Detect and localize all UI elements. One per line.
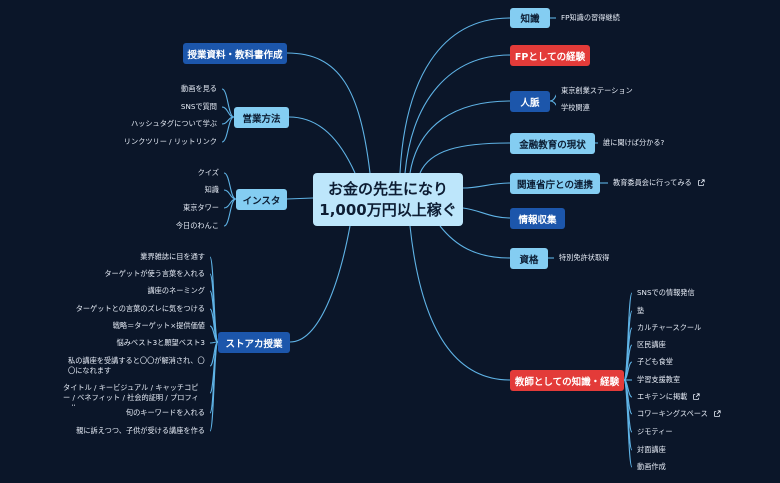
topic-kinyu[interactable]: 金融教育の現状 bbox=[510, 133, 595, 154]
leaf-eigyo-3[interactable]: リンクツリー / リットリンク bbox=[110, 135, 222, 149]
external-link-icon bbox=[697, 179, 705, 186]
topic-jinmyaku[interactable]: 人脈 bbox=[510, 91, 550, 112]
leaf-kyoshi-9[interactable]: 対面講座 bbox=[632, 443, 671, 457]
leaf-kyoshi-3[interactable]: 区民講座 bbox=[632, 338, 671, 352]
leaf-storeaka-0[interactable]: 業界雑誌に目を通す bbox=[60, 250, 210, 264]
leaf-kyoshi-7-label: コワーキングスペース bbox=[637, 409, 708, 418]
external-link-icon bbox=[693, 393, 700, 400]
leaf-kyoshi-6[interactable]: エキテンに掲載 bbox=[632, 390, 706, 404]
leaf-kyoshi-0[interactable]: SNSでの情報発信 bbox=[632, 286, 700, 300]
leaf-insta-1[interactable]: 知識 bbox=[170, 183, 224, 197]
leaf-storeaka-1[interactable]: ターゲットが使う言葉を入れる bbox=[60, 267, 210, 281]
leaf-storeaka-3[interactable]: ターゲットとの言葉のズレに気をつける bbox=[40, 302, 210, 316]
central-topic-line2: 1,000万円以上稼ぐ bbox=[319, 200, 457, 219]
leaf-storeaka-8[interactable]: 旬のキーワードを入れる bbox=[60, 406, 210, 420]
leaf-kankei-0-label: 教育委員会に行ってみる bbox=[613, 178, 692, 187]
central-topic-line1: お金の先生になり bbox=[327, 179, 448, 198]
leaf-insta-2[interactable]: 東京タワー bbox=[170, 201, 224, 215]
leaf-chishiki-0[interactable]: FP知識の習得継続 bbox=[556, 11, 625, 25]
leaf-storeaka-4[interactable]: 戦略＝ターゲット×提供価値 bbox=[60, 319, 210, 333]
leaf-kyoshi-7[interactable]: コワーキングスペース bbox=[632, 407, 726, 421]
leaf-jinmyaku-0[interactable]: 東京創業ステーション bbox=[556, 84, 638, 98]
topic-eigyo[interactable]: 営業方法 bbox=[234, 107, 289, 128]
topic-fp-experience[interactable]: FPとしての経験 bbox=[510, 45, 590, 66]
leaf-eigyo-0[interactable]: 動画を見る bbox=[150, 82, 222, 96]
leaf-kankei-0[interactable]: 教育委員会に行ってみる bbox=[608, 176, 710, 190]
leaf-kyoshi-6-label: エキテンに掲載 bbox=[637, 392, 688, 401]
leaf-kyoshi-5[interactable]: 学習支援教室 bbox=[632, 373, 686, 387]
topic-shikaku[interactable]: 資格 bbox=[510, 248, 548, 269]
leaf-shikaku-0[interactable]: 特別免許状取得 bbox=[554, 251, 615, 265]
external-link-icon bbox=[713, 410, 721, 417]
leaf-eigyo-2[interactable]: ハッシュタグについて学ぶ bbox=[120, 117, 222, 131]
leaf-kyoshi-8[interactable]: ジモティー bbox=[632, 425, 678, 439]
leaf-insta-3[interactable]: 今日のわんこ bbox=[170, 219, 224, 233]
topic-insta[interactable]: インスタ bbox=[236, 189, 287, 210]
leaf-kyoshi-10[interactable]: 動画作成 bbox=[632, 460, 671, 474]
topic-joho[interactable]: 情報収集 bbox=[510, 208, 565, 229]
leaf-storeaka-9[interactable]: 親に訴えつつ、子供が受ける講座を作る bbox=[50, 424, 210, 438]
leaf-kyoshi-4[interactable]: 子ども食堂 bbox=[632, 355, 678, 369]
leaf-storeaka-6[interactable]: 私の講座を受講すると〇〇が解消され、〇〇になれます bbox=[63, 356, 210, 376]
topic-chishiki[interactable]: 知識 bbox=[510, 8, 550, 28]
topic-storeaka[interactable]: ストアカ授業 bbox=[218, 332, 290, 353]
topic-jugyo-shiryo[interactable]: 授業資料・教科書作成 bbox=[183, 43, 287, 64]
leaf-kyoshi-2[interactable]: カルチャースクール bbox=[632, 321, 707, 335]
leaf-jinmyaku-1[interactable]: 学校関連 bbox=[556, 101, 595, 115]
leaf-storeaka-2[interactable]: 講座のネーミング bbox=[60, 284, 210, 298]
leaf-kyoshi-1[interactable]: 塾 bbox=[632, 304, 650, 318]
topic-kankei[interactable]: 関連省庁との連携 bbox=[510, 173, 600, 194]
leaf-eigyo-1[interactable]: SNSで質問 bbox=[150, 100, 222, 114]
leaf-insta-0[interactable]: クイズ bbox=[170, 166, 224, 180]
leaf-storeaka-5[interactable]: 悩みベスト3と願望ベスト3 bbox=[60, 336, 210, 350]
central-topic[interactable]: お金の先生になり 1,000万円以上稼ぐ bbox=[313, 173, 463, 226]
leaf-kinyu-0[interactable]: 誰に聞けば分かる? bbox=[598, 136, 670, 150]
topic-kyoshi[interactable]: 教師としての知識・経験 bbox=[510, 370, 624, 391]
